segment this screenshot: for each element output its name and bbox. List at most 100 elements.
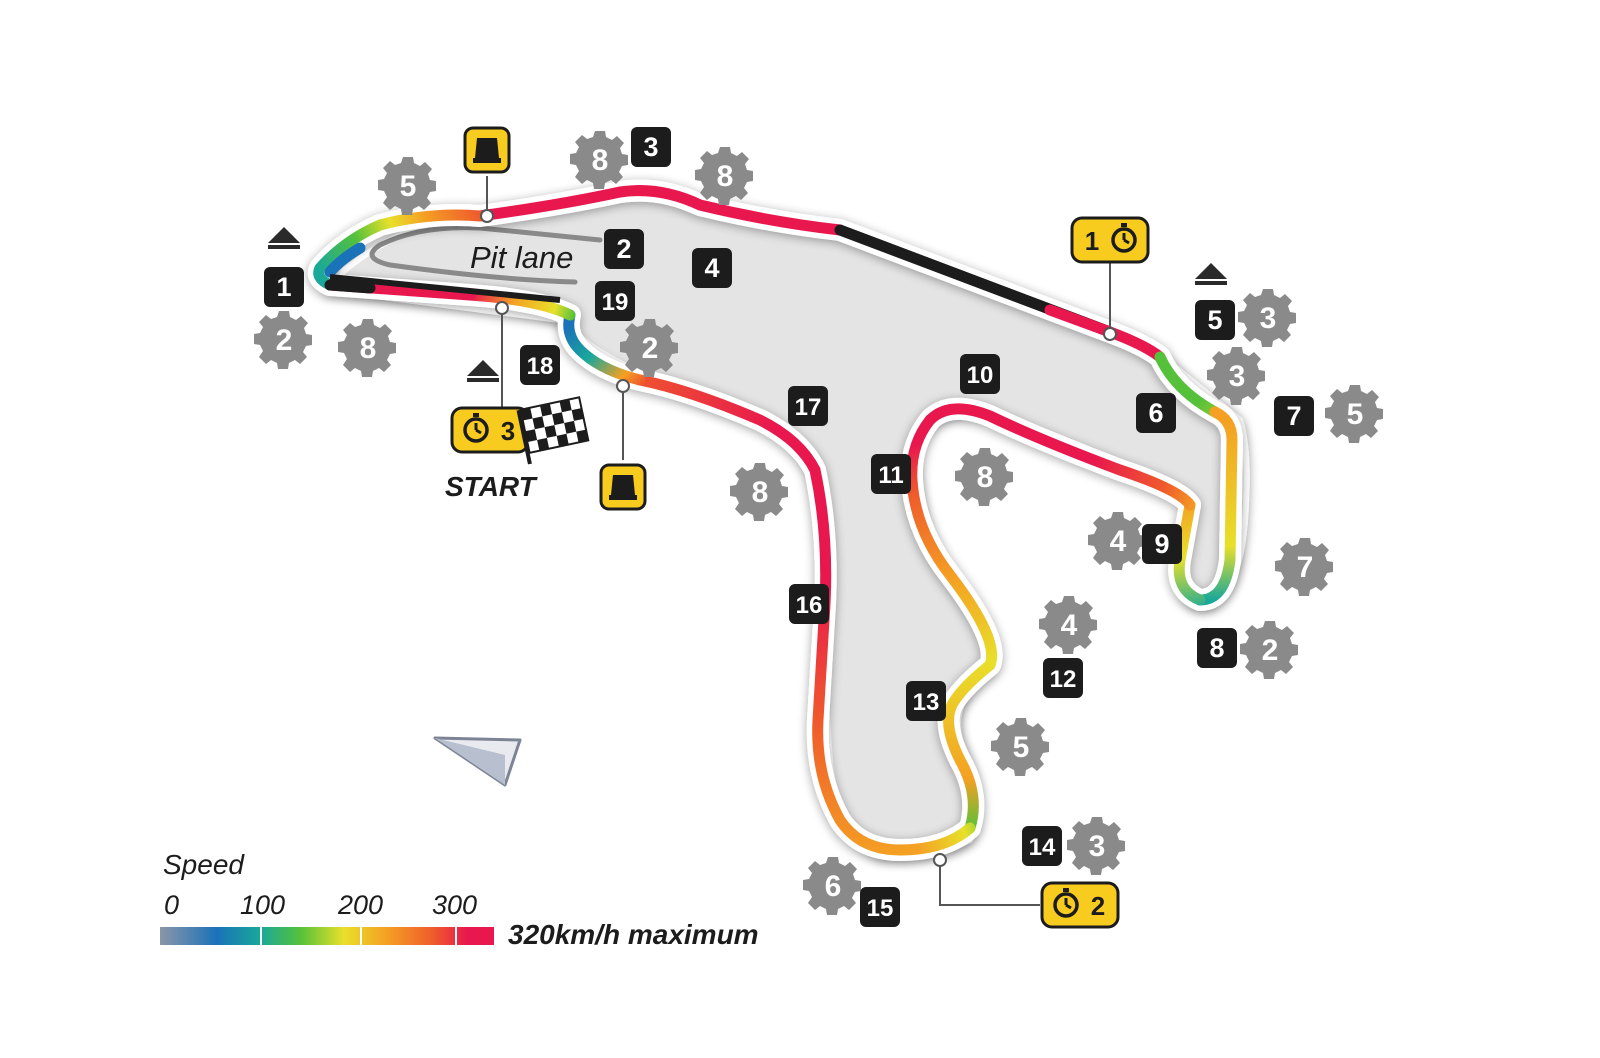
stopwatch-icon (463, 413, 489, 443)
corner-number: 13 (913, 689, 940, 716)
gear-number: 2 (642, 332, 659, 365)
gear-cog-icon: 7 (1275, 538, 1333, 596)
gear-cog-icon: 5 (378, 157, 436, 215)
gear-cog-icon: 3 (1207, 347, 1265, 405)
corner-3-box: 3 (631, 127, 671, 167)
corner-number: 15 (867, 895, 894, 922)
sector-3-badge: 3 (450, 406, 530, 454)
corner-16-box: 16 (789, 584, 829, 624)
corner-10-box: 10 (960, 354, 1000, 394)
gear-number: 3 (1260, 302, 1277, 335)
gear-number: 8 (752, 476, 769, 509)
corner-number: 10 (967, 362, 994, 389)
gear-number: 6 (825, 870, 842, 903)
corner-14-box: 14 (1022, 826, 1062, 866)
legend-title: Speed (163, 849, 245, 880)
corner-number: 19 (602, 289, 629, 316)
start-label: START (445, 471, 539, 502)
gear-number: 8 (977, 461, 994, 494)
gear-cog-icon: 3 (1067, 817, 1125, 875)
corner-number: 16 (796, 592, 823, 619)
corner-12-box: 12 (1043, 658, 1083, 698)
speed-trap-icon (599, 463, 647, 511)
corner-5-box: 5 (1195, 300, 1235, 340)
gear-cog-icon: 5 (1325, 385, 1383, 443)
corner-number: 1 (276, 272, 291, 302)
corner-number: 3 (643, 132, 658, 162)
corner-11-box: 11 (871, 454, 911, 494)
gear-number: 5 (1013, 731, 1030, 764)
speed-legend: Speed 0 100 200 300 320km/h maximum (160, 849, 759, 950)
corner-number: 18 (527, 353, 554, 380)
corner-6-box: 6 (1136, 393, 1176, 433)
sector-2-badge: 2 (1040, 881, 1120, 929)
gear-cog-icon: 5 (991, 718, 1049, 776)
corner-7-box: 7 (1274, 396, 1314, 436)
legend-tick-100: 100 (240, 890, 285, 920)
corner-number: 12 (1050, 666, 1077, 693)
gear-number: 2 (1262, 634, 1279, 667)
track-speed-trace (313, 185, 1238, 856)
gear-number: 8 (592, 144, 609, 177)
sector-1-number: 1 (1085, 226, 1099, 256)
gear-number: 8 (717, 160, 734, 193)
gear-number: 3 (1229, 360, 1246, 393)
corner-number: 11 (878, 462, 903, 489)
gear-number: 4 (1110, 525, 1127, 558)
speed-trap-icon (463, 126, 511, 174)
gear-number: 7 (1297, 551, 1314, 584)
start-straight (329, 274, 561, 303)
gear-cog-icon: 8 (570, 131, 628, 189)
gear-number: 4 (1061, 609, 1078, 642)
pit-lane (369, 225, 603, 285)
stopwatch-icon (1053, 888, 1079, 918)
legend-color-bar (160, 927, 494, 945)
legend-tick-200: 200 (337, 890, 383, 920)
stopwatch-icon (1111, 223, 1137, 253)
sector-2-number: 2 (1091, 891, 1105, 921)
corner-18-box: 18 (520, 345, 560, 385)
pit-lane-label: Pit lane (470, 240, 573, 275)
gear-number: 3 (1089, 830, 1106, 863)
corner-2-box: 2 (604, 229, 644, 269)
corner-19-box: 19 (595, 281, 635, 321)
gear-cog-icon: 2 (620, 319, 678, 377)
compass-arrow-icon (433, 736, 522, 787)
corner-number: 17 (795, 394, 822, 421)
gear-cog-icon: 3 (1238, 289, 1296, 347)
legend-max-label: 320km/h maximum (508, 919, 759, 950)
corner-15-box: 15 (860, 887, 900, 927)
gear-cog-icon: 8 (730, 463, 788, 521)
corner-number: 4 (704, 253, 719, 283)
gear-cog-icon: 2 (1240, 621, 1298, 679)
corner-number: 8 (1209, 633, 1224, 663)
gear-cog-icon: 2 (254, 311, 312, 369)
gear-cog-icon: 4 (1088, 512, 1146, 570)
corner-number: 9 (1154, 529, 1169, 559)
gear-number: 8 (360, 332, 377, 365)
gear-number: 5 (1347, 398, 1364, 431)
corner-number: 7 (1286, 401, 1301, 431)
chequered-flag-icon (516, 396, 590, 465)
legend-tick-300: 300 (432, 890, 477, 920)
legend-tick-0: 0 (164, 890, 179, 920)
corner-number: 2 (616, 234, 631, 264)
sector-3-number: 3 (501, 416, 515, 446)
corner-9-box: 9 (1142, 524, 1182, 564)
gear-cog-icon: 8 (955, 448, 1013, 506)
gear-number: 5 (400, 170, 417, 203)
gear-cog-icon: 8 (695, 147, 753, 205)
marker-lines (480, 176, 1117, 906)
gear-cog-icon: 4 (1039, 596, 1097, 654)
corner-4-box: 4 (692, 248, 732, 288)
gear-number: 2 (276, 324, 293, 357)
corner-17-box: 17 (788, 386, 828, 426)
corner-8-box: 8 (1197, 628, 1237, 668)
corner-13-box: 13 (906, 681, 946, 721)
corner-1-box: 1 (264, 267, 304, 307)
sector-1-badge: 1 (1070, 216, 1150, 264)
gear-cog-icon: 6 (803, 857, 861, 915)
